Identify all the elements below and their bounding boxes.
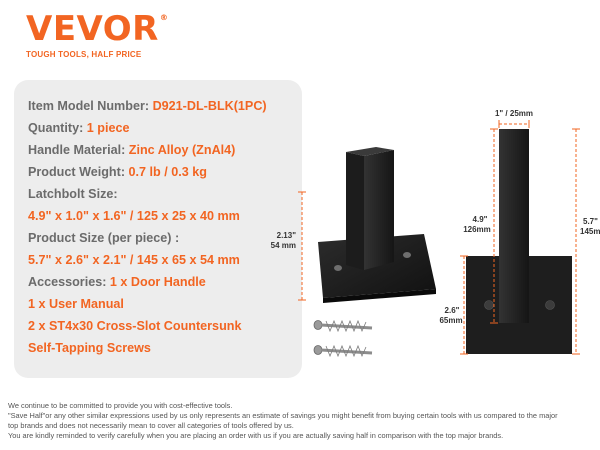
spec-line-latchbolt-size: 4.9" x 1.0" x 1.6" / 125 x 25 x 40 mm (28, 209, 240, 223)
logo-tagline: TOUGH TOOLS, HALF PRICE (26, 50, 142, 59)
disclaimer-footnote: We continue to be committed to provide y… (8, 401, 598, 441)
logo-wordmark: VEVOR ® (26, 12, 168, 46)
dimension-label-plate-in: 2.6" (445, 306, 460, 315)
dimension-total-height (572, 128, 580, 355)
dimension-label-side-mm: 54 mm (271, 241, 296, 250)
logo-text: VEVOR (26, 9, 159, 49)
dimension-label-handle-in: 4.9" (473, 215, 488, 224)
handle-front-view (466, 129, 572, 354)
dimension-label-handle-mm: 126mm (463, 225, 491, 234)
spec-list: Item Model Number: D921-DL-BLK(1PC) Quan… (28, 95, 318, 359)
handle-base-plate-edge (323, 289, 436, 303)
screw-hole (334, 265, 342, 271)
footnote-line: top brands and does not necessarily mean… (8, 421, 294, 430)
dimension-label-top-width: 1" / 25mm (495, 109, 533, 118)
spec-line-weight: Product Weight: 0.7 lb / 0.3 kg (28, 165, 207, 179)
spec-line-manual: 1 x User Manual (28, 297, 124, 311)
registered-mark: ® (159, 13, 169, 22)
spec-panel (14, 80, 302, 378)
footnote-line: We continue to be committed to provide y… (8, 401, 233, 410)
spec-line-quantity: Quantity: 1 piece (28, 121, 130, 135)
screw-hole (484, 300, 494, 310)
product-dimension-figure: 2.13" 54 mm 1" / 25mm 4.9" 126mm 2.6" (271, 109, 600, 358)
handle-block-top (346, 147, 394, 156)
screw-hole (545, 300, 555, 310)
dimension-label-total-mm: 145mm (580, 227, 600, 236)
spec-line-product-size: 5.7" x 2.6" x 2.1" / 145 x 65 x 54 mm (28, 253, 240, 267)
handle-block-side (364, 150, 394, 270)
spec-line-product-size-label: Product Size (per piece) : (28, 231, 180, 245)
dimension-label-total-in: 5.7" (583, 217, 598, 226)
brand-logo: VEVOR ® TOUGH TOOLS, HALF PRICE (26, 12, 168, 59)
dimension-handle-height (490, 128, 498, 324)
screw-bottom (313, 344, 373, 358)
screw-top (313, 319, 373, 333)
dimension-top-width (498, 120, 530, 128)
footnote-line: You are kindly reminded to verify carefu… (8, 431, 504, 440)
spec-line-accessories: Accessories: 1 x Door Handle (28, 275, 206, 289)
handle-perspective-view (318, 147, 436, 303)
spec-line-screws-type: Self-Tapping Screws (28, 341, 151, 355)
screw-hole (403, 252, 411, 258)
footnote-line: "Save Half"or any other similar expressi… (8, 411, 558, 420)
dimension-label-side-in: 2.13" (277, 231, 297, 240)
dimension-side-height (298, 191, 306, 301)
spec-line-screws: 2 x ST4x30 Cross-Slot Countersunk (28, 319, 242, 333)
spec-line-latchbolt-label: Latchbolt Size: (28, 187, 118, 201)
spec-line-model: Item Model Number: D921-DL-BLK(1PC) (28, 99, 267, 113)
dimension-plate-width (460, 255, 468, 355)
handle-block-front (346, 152, 364, 270)
front-handle-bar (499, 129, 529, 323)
dimension-label-plate-mm: 65mm (439, 316, 462, 325)
spec-line-material: Handle Material: Zinc Alloy (ZnAl4) (28, 143, 236, 157)
